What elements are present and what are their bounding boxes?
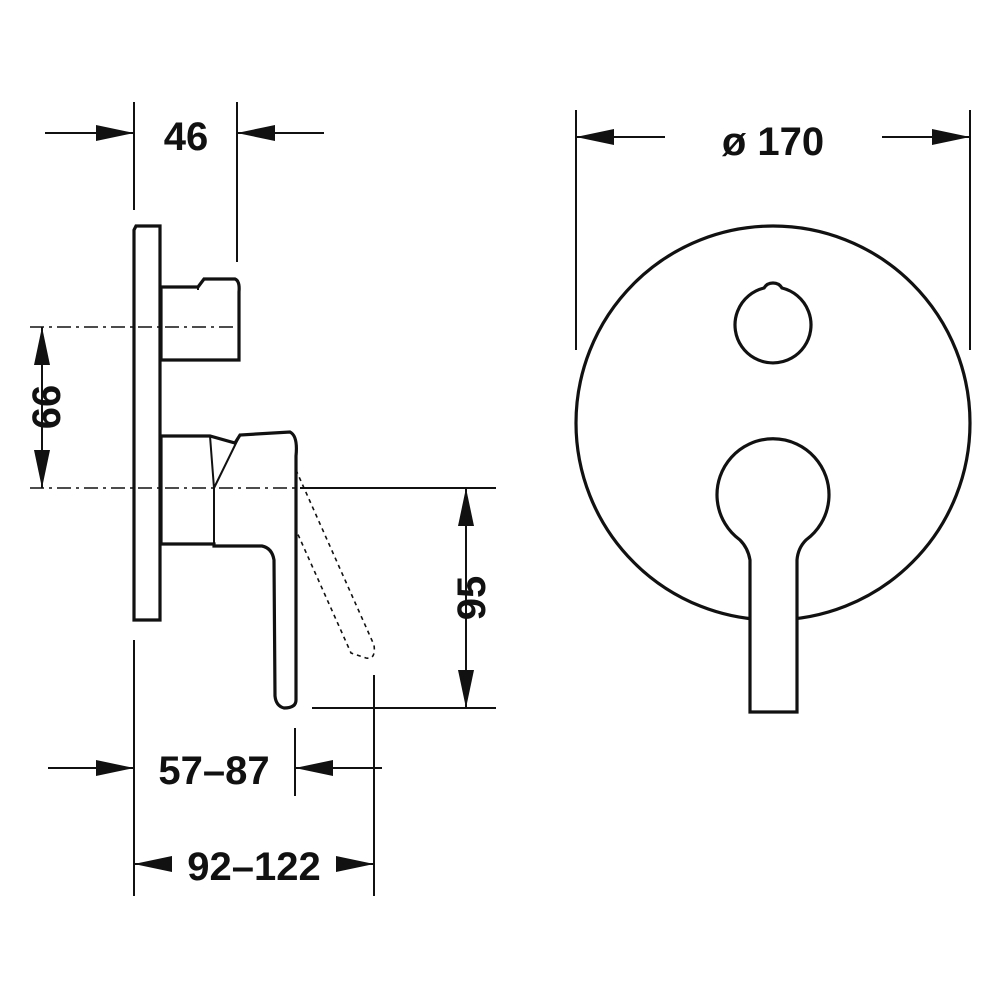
dimension-46-label: 46 bbox=[164, 115, 209, 159]
dimension-66-label: 66 bbox=[25, 385, 69, 430]
dimension-57-87: 57–87 bbox=[48, 640, 382, 896]
lever-ghost-position bbox=[295, 469, 376, 660]
lever-body-side bbox=[159, 430, 298, 710]
dimension-46: 46 bbox=[45, 102, 324, 262]
dimension-92-122: 92–122 bbox=[134, 845, 374, 889]
diverter-knob-front bbox=[733, 281, 813, 365]
dimension-66: 66 bbox=[25, 327, 69, 488]
dimension-92-122-label: 92–122 bbox=[187, 845, 320, 889]
dimension-95: 95 bbox=[300, 487, 496, 709]
wall-plate bbox=[132, 224, 162, 622]
front-view: ø 170 bbox=[574, 110, 972, 714]
side-view: 46 66 95 57–87 bbox=[25, 102, 496, 896]
lever-front bbox=[715, 437, 831, 714]
dimension-57-87-label: 57–87 bbox=[158, 749, 269, 793]
dimension-diameter-label: ø 170 bbox=[722, 120, 824, 164]
dimension-diameter: ø 170 bbox=[575, 110, 971, 350]
diverter-knob-side bbox=[159, 277, 241, 362]
dimension-95-label: 95 bbox=[450, 576, 494, 621]
